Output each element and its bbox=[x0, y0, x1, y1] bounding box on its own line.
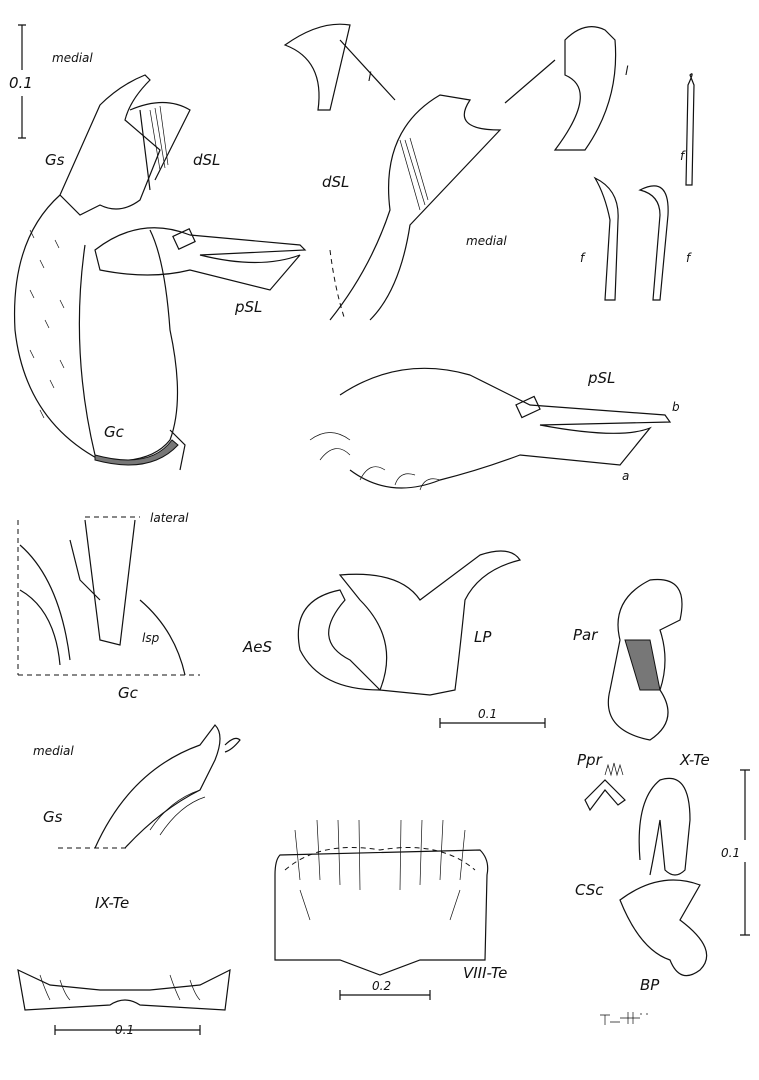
label-f-1: f bbox=[680, 149, 686, 163]
gonocoxite-outline bbox=[13, 194, 179, 462]
label-x-te: X-Te bbox=[679, 751, 710, 769]
panel-gonostylus: medial Gs bbox=[33, 724, 241, 849]
scale-bar-x-te bbox=[740, 769, 750, 936]
panel-lateral: lateral lsp Gc bbox=[17, 511, 200, 702]
label-aes: AeS bbox=[242, 638, 272, 656]
label-psl: pSL bbox=[234, 298, 262, 316]
view-label-medial-3: medial bbox=[33, 744, 74, 758]
panel-dsl-detail: l l dSL medial f f f bbox=[283, 23, 695, 321]
label-l-2: l bbox=[625, 64, 629, 78]
panel-ix-te: IX-Te 0.1 bbox=[17, 894, 231, 1037]
label-gs-2: Gs bbox=[43, 808, 63, 826]
panel-aedeagus: AeS LP Par 0.1 bbox=[242, 550, 683, 741]
label-csc: CSc bbox=[575, 881, 604, 899]
panel-x-te: 0.1 Ppr X-Te CSc BP bbox=[575, 751, 750, 1025]
label-gs: Gs bbox=[45, 151, 65, 169]
label-gc: Gc bbox=[104, 423, 125, 441]
label-f-3: f bbox=[686, 251, 692, 265]
label-lp: LP bbox=[474, 628, 492, 646]
scale-label-aedeagus: 0.1 bbox=[478, 707, 497, 721]
label-bp: BP bbox=[640, 976, 660, 994]
psl-outline bbox=[94, 227, 307, 291]
label-viii-te: VIII-Te bbox=[463, 964, 507, 982]
label-f-2: f bbox=[580, 251, 586, 265]
dsl-outline bbox=[129, 101, 191, 191]
label-dsl-detail: dSL bbox=[322, 173, 349, 191]
scale-label: 0.1 bbox=[9, 74, 33, 92]
view-label: medial bbox=[52, 51, 93, 65]
scale-label-x-te: 0.1 bbox=[721, 846, 740, 860]
scale-label-viii-te: 0.2 bbox=[372, 979, 391, 993]
panel-medial-main: 0.1 medial Gs dSL pSL Gc bbox=[9, 24, 307, 471]
label-par: Par bbox=[573, 626, 598, 644]
label-dsl: dSL bbox=[193, 151, 220, 169]
artist-signature bbox=[600, 1012, 648, 1025]
label-psl-detail: pSL bbox=[587, 369, 615, 387]
label-lsp: lsp bbox=[142, 631, 160, 645]
label-l-1: l bbox=[368, 70, 372, 84]
label-ix-te: IX-Te bbox=[95, 894, 129, 912]
panel-viii-te: 0.2 VIII-Te bbox=[274, 819, 507, 1000]
panel-psl-detail: pSL b a bbox=[309, 367, 680, 491]
scale-label-ix-te: 0.1 bbox=[115, 1023, 134, 1037]
label-b: b bbox=[672, 400, 680, 414]
scale-bar-vertical bbox=[18, 24, 26, 139]
label-ppr: Ppr bbox=[577, 751, 603, 769]
label-a: a bbox=[622, 469, 629, 483]
gonostylus-outline bbox=[59, 74, 161, 216]
view-label-lateral: lateral bbox=[150, 511, 189, 525]
label-gc-lateral: Gc bbox=[118, 684, 139, 702]
view-label-medial-2: medial bbox=[466, 234, 507, 248]
